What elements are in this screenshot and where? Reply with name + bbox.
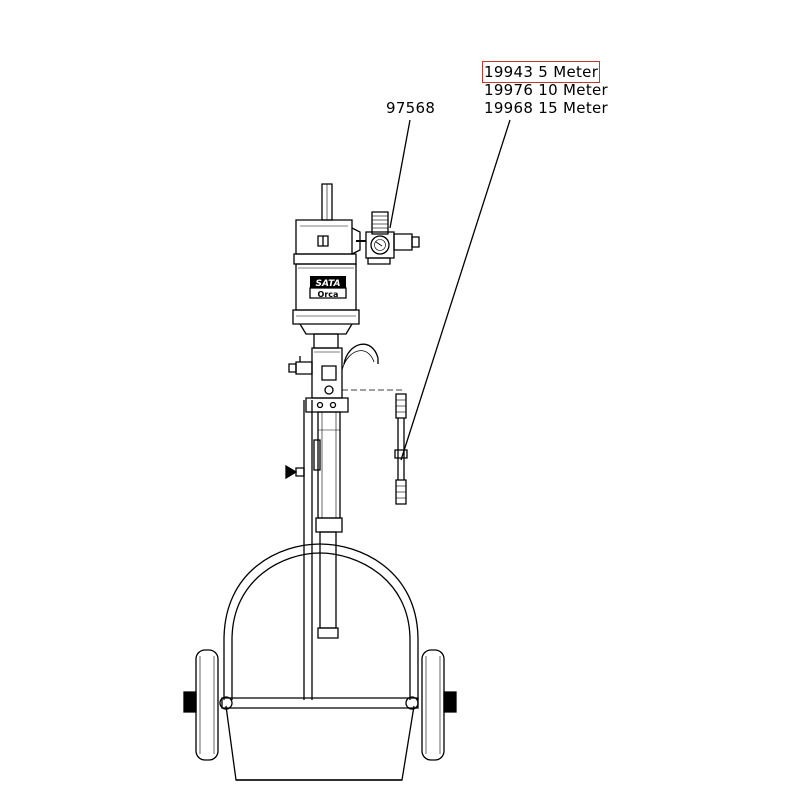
top-rod xyxy=(322,184,332,220)
cart-wheel-left xyxy=(184,650,218,760)
fluid-pump xyxy=(289,334,402,638)
leader-line-regulator xyxy=(390,120,410,228)
air-regulator xyxy=(356,212,419,264)
cart-post xyxy=(286,400,312,700)
hose-length: 15 Meter xyxy=(538,99,608,117)
hose-length: 10 Meter xyxy=(538,81,608,99)
leader-line-hose xyxy=(401,120,510,460)
air-motor-housing xyxy=(293,220,360,334)
cart-axle xyxy=(220,697,418,709)
material-bucket xyxy=(226,706,414,780)
part-label-97568[interactable]: 97568 xyxy=(386,99,436,117)
hose-option-10m[interactable]: 19976 10 Meter xyxy=(484,81,608,99)
hose-length: 5 Meter xyxy=(538,63,599,81)
hose-option-5m[interactable]: 19943 5 Meter xyxy=(481,61,601,83)
cart-handle xyxy=(224,544,418,700)
pump-brand-text: SATA xyxy=(316,279,341,289)
hose-number: 19976 xyxy=(484,81,534,99)
hose-number: 19968 xyxy=(484,99,534,117)
air-hose xyxy=(395,394,407,504)
hose-option-15m[interactable]: 19968 15 Meter xyxy=(484,99,608,117)
hose-number: 19943 xyxy=(484,63,534,81)
cart-wheel-right xyxy=(422,650,456,760)
pump-model-text: Orca xyxy=(318,290,339,299)
